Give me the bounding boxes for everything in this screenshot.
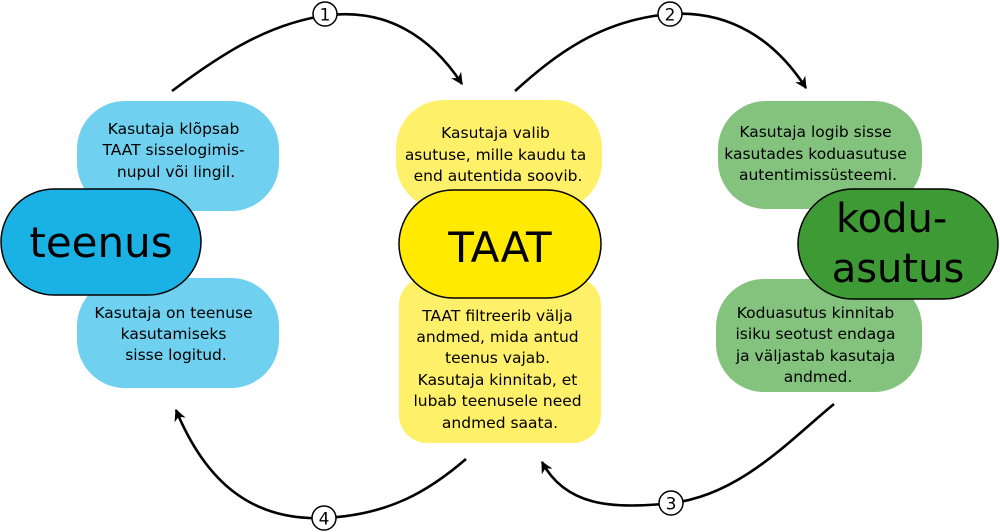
teenus-label: teenus [29,218,172,267]
koduasutus-bottom-note-box [716,279,922,392]
step-3-badge: 3 [658,490,684,516]
koduasutus-top-note-box [718,101,922,209]
teenus-top-note-box [77,101,279,211]
teenus-top-note: Kasutaja klõpsab TAAT sisselogimis- nupu… [101,120,249,181]
taat-top-note: Kasutaja valib asutuse, mille kaudu ta e… [405,124,591,185]
step-3-number: 3 [666,495,677,515]
taat-label: TAAT [447,223,552,272]
step-4-badge: 4 [311,505,337,531]
taat-node [398,189,602,299]
koduasutus-node [797,188,999,300]
step-1-badge: 1 [312,1,338,27]
arrow-step-2 [514,12,808,92]
taat-bottom-note: TAAT filtreerib välja andmed, mida antud… [413,307,586,432]
step-2-badge: 2 [657,1,683,27]
koduasutus-top-note: Kasutaja logib sisse kasutades koduasutu… [724,123,911,184]
step-1-number: 1 [320,6,331,26]
taat-bottom-note-box [399,277,601,443]
arrow-step-1 [171,12,464,93]
step-4-number: 4 [319,510,330,530]
taat-top-note-box [396,100,602,210]
teenus-bottom-note-box [77,278,279,388]
teenus-bottom-note: Kasutaja on teenuse kasutamiseks sisse l… [94,304,257,364]
teenus-node [0,188,202,296]
koduasutus-bottom-note: Koduasutus kinnitab isiku seotust endaga… [735,304,901,386]
koduasutus-label: kodu- asutus [832,196,965,292]
step-2-number: 2 [665,6,676,26]
